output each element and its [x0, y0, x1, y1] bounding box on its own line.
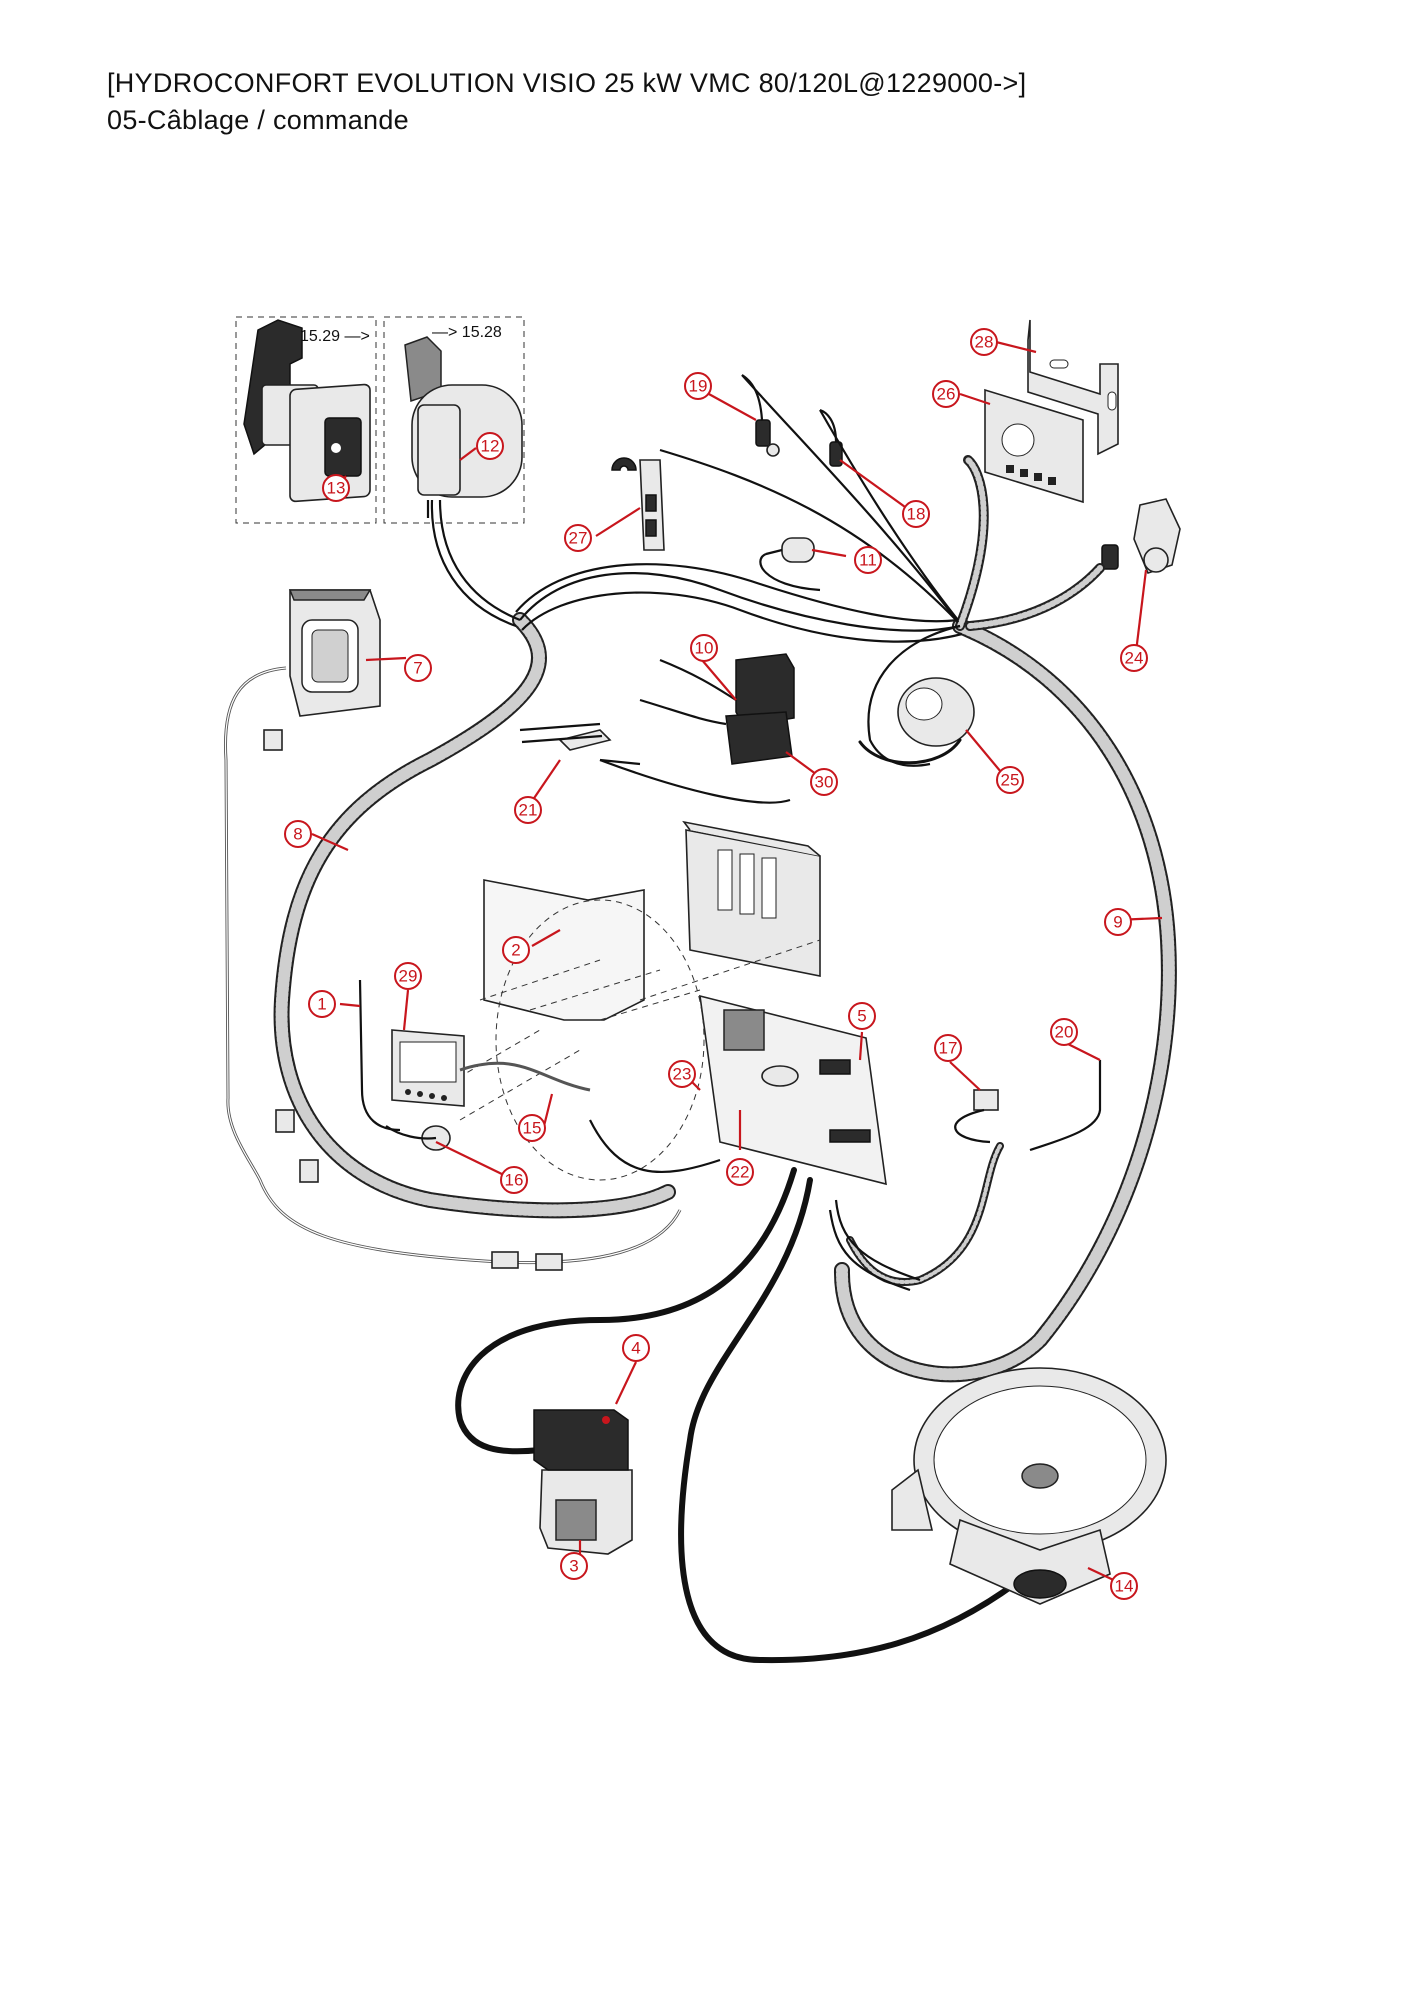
- svg-text:27: 27: [569, 529, 588, 548]
- page-title: [HYDROCONFORT EVOLUTION VISIO 25 kW VMC …: [107, 68, 1027, 98]
- ribbon-cable-15: [459, 1061, 591, 1092]
- callout-25: 25: [996, 766, 1024, 794]
- svg-text:2: 2: [511, 941, 520, 960]
- svg-text:13: 13: [327, 479, 346, 498]
- connector-17: [954, 1089, 999, 1144]
- svg-text:28: 28: [975, 333, 994, 352]
- callout-4: 4: [622, 1334, 650, 1362]
- svg-text:19: 19: [689, 377, 708, 396]
- temperature-sensor-11: [759, 537, 821, 592]
- svg-text:10: 10: [695, 639, 714, 658]
- pump-head-12: [404, 336, 523, 518]
- ignition-transformer-30: [725, 711, 793, 765]
- pressure-switch-24: [1101, 498, 1181, 574]
- callout-27: 27: [564, 524, 592, 552]
- flow-sensor-25: [858, 677, 975, 765]
- callout-leaders: [311, 340, 1163, 1585]
- callout-15: 15: [518, 1114, 546, 1142]
- ignition-unit-10: [735, 653, 795, 727]
- burner-assembly-14: [891, 1367, 1167, 1605]
- callout-22: 22: [726, 1158, 754, 1186]
- control-box-cover: [682, 820, 821, 977]
- callout-3: 3: [560, 1552, 588, 1580]
- svg-text:4: 4: [631, 1339, 640, 1358]
- callout-13: 13: [322, 474, 350, 502]
- svg-text:12: 12: [481, 437, 500, 456]
- callout-2: 2: [502, 936, 530, 964]
- circuit-board-5: [699, 994, 887, 1186]
- svg-text:26: 26: [937, 385, 956, 404]
- reference-right-box: —> 15.28: [432, 324, 502, 341]
- gas-valve-3: [539, 1469, 633, 1555]
- svg-text:7: 7: [413, 659, 422, 678]
- sensor-probe-20: [1029, 1060, 1102, 1152]
- callout-19: 19: [684, 372, 712, 400]
- mounting-bracket-28: [1027, 319, 1119, 456]
- page-subtitle: 05-Câblage / commande: [107, 105, 409, 135]
- pump-with-display-13: [243, 319, 371, 503]
- callout-28: 28: [970, 328, 998, 356]
- callout-7: 7: [404, 654, 432, 682]
- svg-text:18: 18: [907, 505, 926, 524]
- callout-18: 18: [902, 500, 930, 528]
- svg-text:24: 24: [1125, 649, 1144, 668]
- electrode-bracket-21: [519, 722, 641, 766]
- callout-11: 11: [854, 546, 882, 574]
- svg-text:1: 1: [317, 995, 326, 1014]
- callout-29: 29: [394, 962, 422, 990]
- svg-text:20: 20: [1055, 1023, 1074, 1042]
- svg-text:8: 8: [293, 825, 302, 844]
- callout-12: 12: [476, 432, 504, 460]
- reference-left-box: 15.29 —>: [300, 328, 370, 345]
- svg-text:15: 15: [523, 1119, 542, 1138]
- callout-17: 17: [934, 1034, 962, 1062]
- callout-21: 21: [514, 796, 542, 824]
- callout-8: 8: [284, 820, 312, 848]
- callout-30: 30: [810, 768, 838, 796]
- svg-text:30: 30: [815, 773, 834, 792]
- svg-text:21: 21: [519, 801, 538, 820]
- svg-text:5: 5: [857, 1007, 866, 1026]
- svg-text:25: 25: [1001, 771, 1020, 790]
- callout-24: 24: [1120, 644, 1148, 672]
- control-panel-26: [984, 388, 1084, 504]
- fan-housing-7: [288, 589, 381, 717]
- callout-10: 10: [690, 634, 718, 662]
- callout-16: 16: [500, 1166, 528, 1194]
- callout-1: 1: [308, 990, 336, 1018]
- svg-text:22: 22: [731, 1163, 750, 1182]
- callout-26: 26: [932, 380, 960, 408]
- svg-text:23: 23: [673, 1065, 692, 1084]
- callout-5: 5: [848, 1002, 876, 1030]
- sensor-18: [819, 408, 843, 467]
- callout-20: 20: [1050, 1018, 1078, 1046]
- valve-coil-4: [533, 1409, 629, 1471]
- display-module-29: [391, 1029, 465, 1107]
- svg-text:3: 3: [569, 1557, 578, 1576]
- callout-23: 23: [668, 1060, 696, 1088]
- callout-14: 14: [1110, 1572, 1138, 1600]
- sensor-19: [741, 374, 780, 457]
- callout-9: 9: [1104, 908, 1132, 936]
- temperature-probe-16: [385, 1125, 451, 1151]
- svg-text:17: 17: [939, 1039, 958, 1058]
- svg-text:14: 14: [1115, 1577, 1134, 1596]
- sensor-clip-27: [611, 457, 665, 551]
- svg-text:11: 11: [859, 551, 877, 570]
- svg-text:16: 16: [505, 1171, 524, 1190]
- svg-text:29: 29: [399, 967, 418, 986]
- pump-inset-boxes: 15.29 —> —> 15.28: [235, 316, 525, 524]
- svg-text:9: 9: [1113, 913, 1122, 932]
